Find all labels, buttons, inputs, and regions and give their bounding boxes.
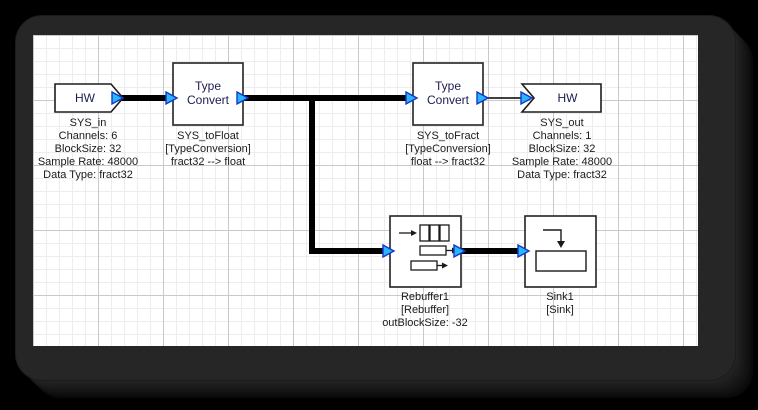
sys-in-attr-3: Data Type: fract32 [43, 169, 133, 181]
sys-tofloat-name: SYS_toFloat [177, 130, 239, 142]
sys-out-attr-0: Channels: 1 [532, 130, 592, 142]
label-sink1: Sink1 [Sink] [495, 291, 625, 317]
rebuffer1-type: [Rebuffer] [400, 304, 450, 316]
label-rebuffer1: Rebuffer1 [Rebuffer] outBlockSize: -32 [360, 291, 490, 330]
sys-in-attr-0: Channels: 6 [58, 130, 118, 142]
sys-out-name: SYS_out [540, 117, 584, 129]
sys-out-attr-2: Sample Rate: 48000 [511, 156, 613, 168]
sys-in-name: SYS_in [69, 117, 107, 129]
sys-tofloat-type: [TypeConversion] [165, 143, 251, 155]
block-sys-tofloat-shape [172, 62, 244, 126]
rebuffer1-detail: outBlockSize: -32 [382, 317, 468, 329]
sys-tofloat-detail: fract32 --> float [170, 156, 246, 168]
rebuffer1-name: Rebuffer1 [400, 291, 450, 303]
sys-in-attr-2: Sample Rate: 48000 [37, 156, 139, 168]
wire-tofloat-rebuffer [309, 98, 390, 254]
diagram-canvas[interactable]: HW Type Convert Type Convert HW SYS_in C… [33, 35, 698, 346]
diagram-svg [54, 62, 602, 288]
block-sys-in-shape [54, 83, 125, 113]
rebuffer-icon [399, 224, 458, 271]
label-sys-tofract: SYS_toFract [TypeConversion] float --> f… [383, 130, 513, 169]
block-sys-in-icon-label: HW [75, 91, 95, 105]
block-sys-out-icon-label: HW [557, 91, 578, 105]
sys-out-attr-3: Data Type: fract32 [517, 169, 607, 181]
sink-icon [535, 229, 587, 272]
sys-in-attr-1: BlockSize: 32 [54, 143, 122, 155]
sys-tofract-type: [TypeConversion] [405, 143, 491, 155]
sink1-name: Sink1 [546, 291, 574, 303]
sys-tofract-name: SYS_toFract [416, 130, 480, 142]
label-sys-in: SYS_in Channels: 6 BlockSize: 32 Sample … [33, 117, 153, 182]
label-sys-tofloat: SYS_toFloat [TypeConversion] fract32 -->… [143, 130, 273, 169]
sys-tofract-detail: float --> fract32 [410, 156, 486, 168]
label-sys-out: SYS_out Channels: 1 BlockSize: 32 Sample… [497, 117, 627, 182]
sys-out-attr-1: BlockSize: 32 [528, 143, 596, 155]
block-sys-out-shape [520, 83, 602, 113]
block-sys-tofract-shape [412, 62, 484, 126]
sink1-type: [Sink] [546, 304, 574, 316]
